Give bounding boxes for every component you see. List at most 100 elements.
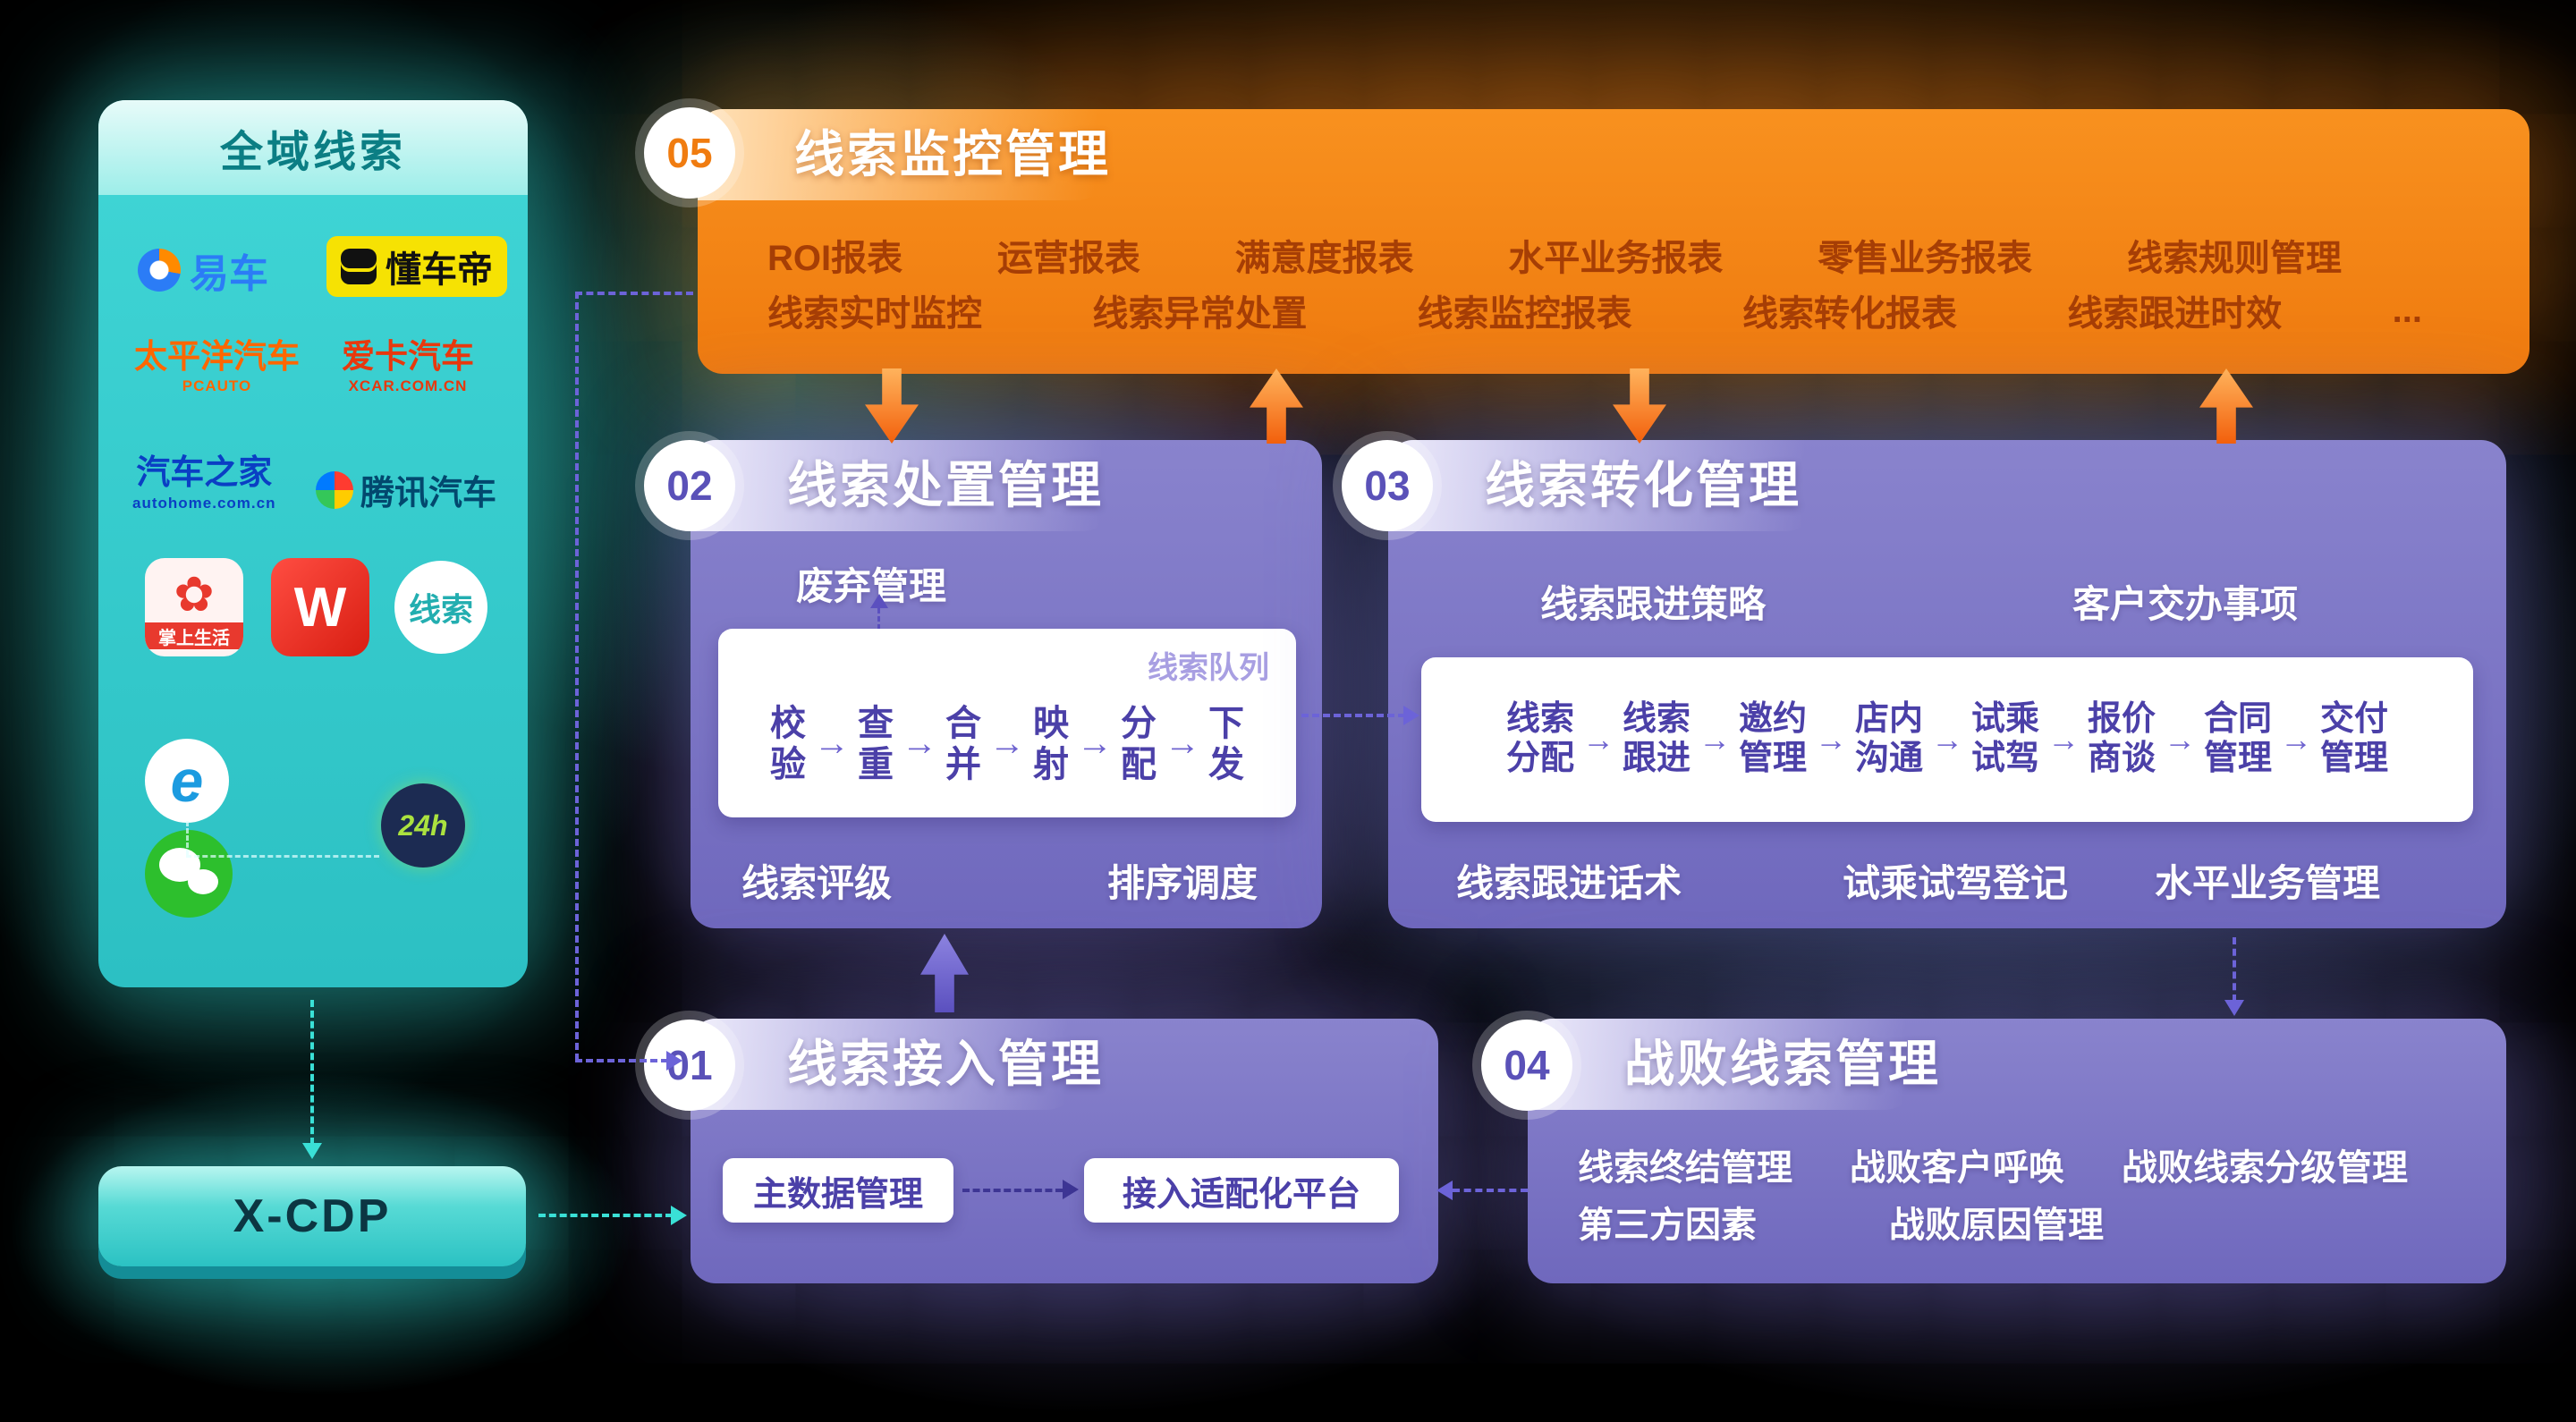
step-verify: 校 验 xyxy=(770,703,806,784)
lead-queue-label: 线索队列 xyxy=(1148,651,1269,685)
pcauto-label: 太平洋汽车 xyxy=(134,338,300,375)
tencent-auto-label: 腾讯汽车 xyxy=(360,475,497,512)
connector-05-route-top xyxy=(575,292,693,295)
monitor-item: ROI报表 xyxy=(767,239,903,278)
module-04-number-badge: 04 xyxy=(1481,1020,1572,1111)
wechat-icon xyxy=(145,830,233,918)
module-05-lead-monitoring: 线索监控管理 05 ROI报表 运营报表 满意度报表 水平业务报表 零售业务报表… xyxy=(644,107,2529,374)
arrowhead-route-to-01-icon xyxy=(666,1051,682,1071)
arrow-right-icon: → xyxy=(1814,721,1847,758)
monitor-items: ROI报表 运营报表 满意度报表 水平业务报表 零售业务报表 线索规则管理 线索… xyxy=(767,227,2422,338)
monitor-item: 水平业务报表 xyxy=(1508,239,1724,278)
tencent-auto-icon xyxy=(316,470,353,509)
arrow-right-icon: → xyxy=(902,724,937,763)
logo-xcar: 爱卡汽车 XCAR.COM.CN xyxy=(342,340,474,394)
lost-lead-item: 战败原因管理 xyxy=(1889,1206,2104,1245)
arrow-right-icon: → xyxy=(1165,724,1200,763)
monitor-item: 运营报表 xyxy=(996,239,1140,278)
master-data-box: 主数据管理 xyxy=(723,1158,953,1223)
lost-lead-item: 战败客户呼唤 xyxy=(1850,1148,2064,1188)
module-02-title: 线索处置管理 xyxy=(787,457,1104,513)
disposal-steps: 校 验 → 查 重 → 合 并 → 映 射 → 分 配 → 下 发 xyxy=(718,679,1296,808)
zhangshang-shenghuo-label: 掌上生活 xyxy=(145,622,243,649)
arrow-02-to-05-icon xyxy=(1250,368,1303,444)
arrow-right-icon: → xyxy=(1698,721,1731,758)
module-05-number-badge: 05 xyxy=(644,107,735,199)
arrow-right-icon: → xyxy=(989,724,1025,763)
lead-queue-box: 线索队列 校 验 → 查 重 → 合 并 → 映 射 → 分 配 → 下 发 xyxy=(718,629,1296,817)
module-01-title: 线索接入管理 xyxy=(787,1036,1104,1092)
connector-05-route-bottom xyxy=(575,1059,668,1062)
monitor-item: 线索转化报表 xyxy=(1741,294,1957,334)
module-03-title: 线索转化管理 xyxy=(1485,457,1801,513)
arrowhead-xcdp-to-01-icon xyxy=(671,1206,687,1225)
arrow-05-to-02-icon xyxy=(865,368,919,444)
logo-w-app: W xyxy=(271,558,369,656)
step-assign: 分 配 xyxy=(1121,703,1157,784)
arrow-03-to-05-icon xyxy=(2199,368,2253,444)
omni-lead-source-panel: 全域线索 易车 懂车帝 太平洋汽车 PCAUTO 爱卡汽车 XCAR.COM.C… xyxy=(98,100,528,987)
panel-title: 全域线索 xyxy=(98,100,528,195)
access-adapter-label: 接入适配化平台 xyxy=(1122,1175,1360,1214)
module-03-number-badge: 03 xyxy=(1342,440,1433,531)
step-dedupe: 查 重 xyxy=(858,703,894,784)
connector-03-to-04 xyxy=(2233,937,2236,1002)
flower-icon: ✿ xyxy=(174,568,215,622)
arrow-right-icon: → xyxy=(1077,724,1113,763)
step-contract: 合同 管理 xyxy=(2204,700,2273,777)
connector-panel-to-xcdp xyxy=(310,1000,314,1145)
access-connector xyxy=(962,1189,1063,1192)
panel-connector-horizontal xyxy=(186,855,379,858)
w-app-label: W xyxy=(293,576,347,639)
step-dispatch: 下 发 xyxy=(1208,703,1244,784)
module-02-number-badge: 02 xyxy=(644,440,735,531)
abandon-arrowhead-icon xyxy=(870,594,888,608)
step-instore: 店内 沟通 xyxy=(1854,700,1923,777)
lost-lead-item: 线索终结管理 xyxy=(1578,1148,1792,1188)
conversion-process-box: 线索 分配 → 线索 跟进 → 邀约 管理 → 店内 沟通 → 试乘 试驾 → … xyxy=(1421,657,2473,822)
logo-dongchedi: 懂车帝 xyxy=(326,236,507,297)
lost-lead-item: 战败线索分级管理 xyxy=(2122,1148,2408,1188)
arrowhead-03-to-04-icon xyxy=(2224,1000,2244,1016)
arrow-right-icon: → xyxy=(1581,721,1614,758)
dongchedi-label: 懂车帝 xyxy=(386,250,493,290)
connector-05-route-vertical xyxy=(575,292,579,1061)
lost-lead-row-2: 第三方因素 战败原因管理 xyxy=(1578,1199,2408,1245)
module-05-title: 线索监控管理 xyxy=(794,126,1111,182)
lead-rating-label: 线索评级 xyxy=(741,862,893,904)
connector-02-to-03 xyxy=(1301,714,1405,717)
monitor-item: 线索监控报表 xyxy=(1417,294,1632,334)
arrow-right-icon: → xyxy=(2164,721,2197,758)
panel-connector-vertical xyxy=(186,821,189,855)
hotline-24h-label: 24h xyxy=(398,808,448,842)
logo-clue-badge: 线索 xyxy=(394,561,487,654)
arrow-right-icon: → xyxy=(2280,721,2313,758)
step-invite: 邀约 管理 xyxy=(1738,700,1807,777)
ie-label: e xyxy=(170,748,204,814)
arrowhead-panel-to-xcdp-icon xyxy=(302,1143,322,1159)
arrow-right-icon: → xyxy=(1931,721,1963,758)
lost-lead-item: 第三方因素 xyxy=(1578,1206,1757,1245)
dongchedi-icon xyxy=(341,249,377,284)
monitor-item-ellipsis: ... xyxy=(2392,290,2422,330)
arrow-05-to-03-icon xyxy=(1613,368,1666,444)
module-01-number-badge: 01 xyxy=(644,1020,735,1111)
step-testdrive: 试乘 试驾 xyxy=(1971,700,2040,777)
module-02-title-band xyxy=(691,440,1117,531)
lost-lead-row-1: 线索终结管理 战败客户呼唤 战败线索分级管理 xyxy=(1578,1142,2408,1188)
connector-xcdp-to-01 xyxy=(538,1214,673,1217)
monitor-item: 线索异常处置 xyxy=(1092,294,1308,334)
module-05-number: 05 xyxy=(666,130,713,176)
module-04-number: 04 xyxy=(1504,1042,1550,1088)
customer-tasks-label: 客户交办事项 xyxy=(2072,583,2299,625)
hotline-24h-icon: 24h xyxy=(381,783,465,868)
monitor-item: 零售业务报表 xyxy=(1818,239,2033,278)
xcdp-label: X-CDP xyxy=(233,1190,392,1242)
xcar-label: 爱卡汽车 xyxy=(342,338,474,375)
module-02-lead-disposal: 线索处置管理 02 废弃管理 线索队列 校 验 → 查 重 → 合 并 → 映 … xyxy=(644,440,1322,928)
module-02-number: 02 xyxy=(666,462,713,509)
monitor-item: 满意度报表 xyxy=(1234,239,1414,278)
step-lead-assign: 线索 分配 xyxy=(1505,700,1574,777)
module-01-title-band xyxy=(691,1019,1081,1110)
